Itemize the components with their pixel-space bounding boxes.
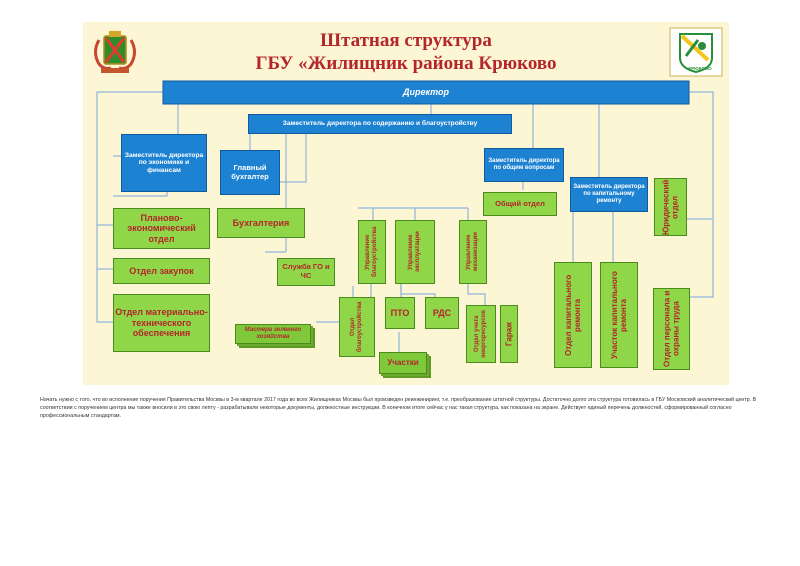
deputy-maintenance-box: Заместитель директора по содержанию и бл…: [248, 114, 512, 134]
planning-economic-dept-box: Планово-экономический отдел: [113, 208, 210, 249]
accounting-box: Бухгалтерия: [217, 208, 305, 238]
org-chart-slide: КРЮКОВО Штатная структура ГБУ «Жилищник …: [83, 22, 729, 385]
garage-box: Гараж: [500, 305, 518, 363]
hr-safety-dept-box: Отдел персонала и охраны труда: [653, 288, 690, 370]
logistics-dept-box: Отдел материально-технического обеспечен…: [113, 294, 210, 352]
district-logo-icon: [669, 27, 723, 77]
general-dept-box: Общий отдел: [483, 192, 557, 216]
landscaping-dept-box: Отдел благоустройства: [339, 297, 375, 357]
deputy-capital-repair-box: Заместитель директора по капитальному ре…: [570, 177, 648, 212]
legal-dept-box: Юридический отдел: [654, 178, 687, 236]
chief-accountant-box: Главный бухгалтер: [220, 150, 280, 195]
deputy-economics-box: Заместитель директора по экономике и фин…: [121, 134, 207, 192]
procurement-dept-box: Отдел закупок: [113, 258, 210, 284]
district-coat-of-arms-icon: [94, 31, 136, 73]
capital-repair-dept-box: Отдел капитального ремонта: [554, 262, 592, 368]
deputy-general-box: Заместитель директора по общим вопросам: [484, 148, 564, 182]
operations-mgmt-box: Управление эксплуатации: [395, 220, 435, 284]
pto-box: ПТО: [385, 297, 415, 329]
sections-box: Участки: [379, 352, 427, 374]
landscaping-mgmt-box: Управление благоустройства: [358, 220, 386, 284]
page-title-line-1: Штатная структура: [320, 30, 492, 51]
caption-text: Начать нужно с того, что во исполнение п…: [40, 397, 757, 419]
capital-repair-section-box: Участок капитального ремонта: [600, 262, 638, 368]
page-title-line-2: ГБУ «Жилищник района Крюково: [255, 53, 557, 74]
district-logo-caption: КРЮКОВО: [688, 66, 712, 71]
energy-accounting-dept-box: Отдел учета энергоресурсов: [466, 305, 496, 363]
civil-defense-box: Служба ГО и ЧС: [277, 258, 335, 286]
green-masters-box: Мастера зеленого хозяйства: [235, 324, 311, 344]
mechanization-mgmt-box: Управление механизации: [459, 220, 487, 284]
director-box: Директор: [403, 87, 449, 98]
rds-box: РДС: [425, 297, 459, 329]
